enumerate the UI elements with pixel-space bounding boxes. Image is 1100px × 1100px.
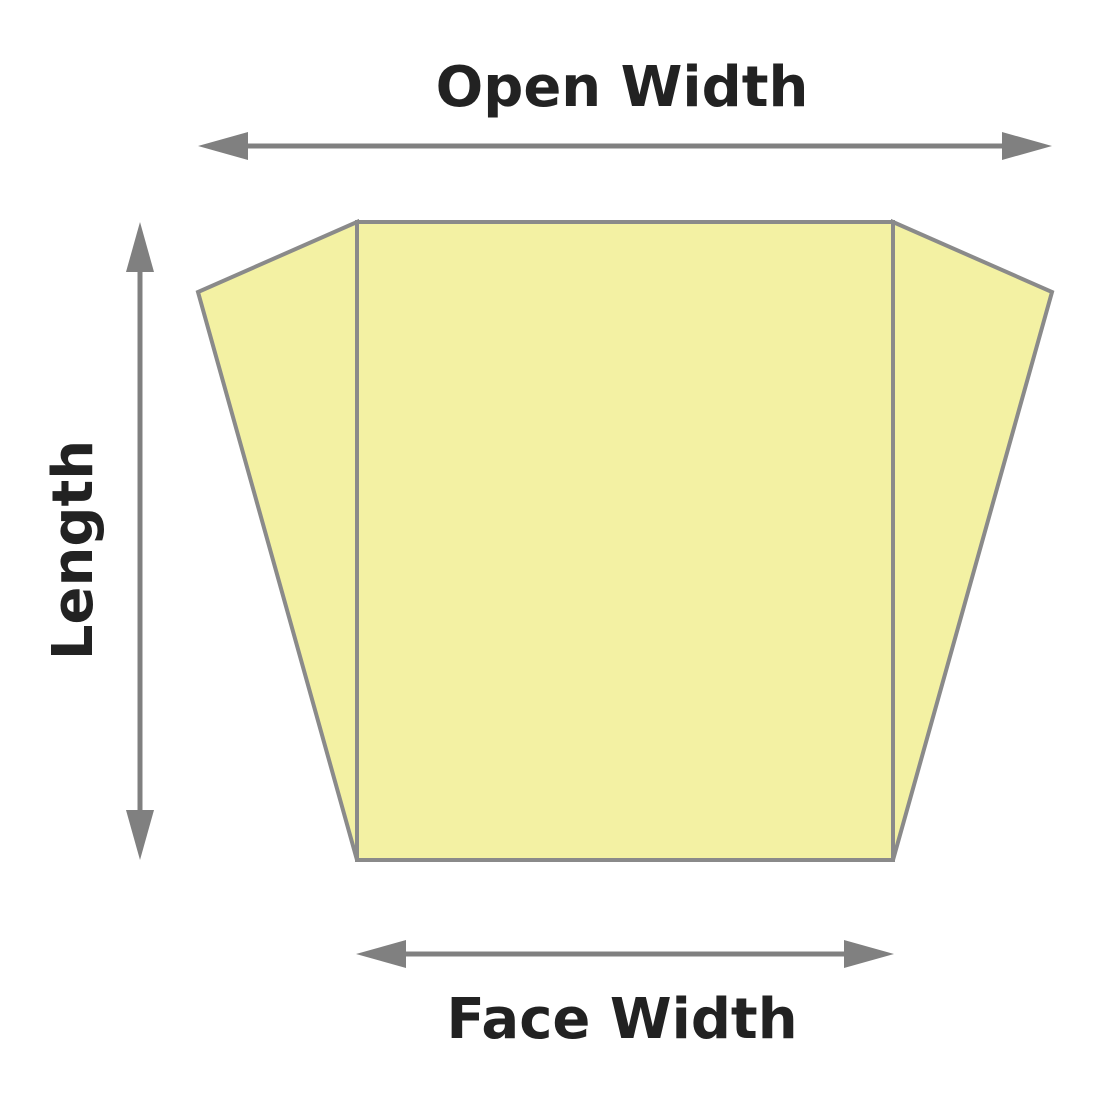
length-arrow <box>126 222 154 860</box>
length-arrow-head-top <box>126 222 154 272</box>
open-width-label: Open Width <box>436 55 809 120</box>
face-width-arrow-head-left <box>356 940 406 968</box>
box-panels <box>195 218 1055 862</box>
length-arrow-head-bottom <box>126 810 154 860</box>
face-panel <box>355 220 895 862</box>
open-width-arrow-head-left <box>198 132 248 160</box>
left-flap <box>195 218 359 861</box>
face-width-arrow-head-right <box>844 940 894 968</box>
face-width-arrow <box>356 940 894 968</box>
face-width-label: Face Width <box>446 987 797 1052</box>
right-flap <box>891 218 1055 861</box>
open-width-arrow <box>198 132 1052 160</box>
length-label: Length <box>41 440 106 660</box>
open-width-arrow-head-right <box>1002 132 1052 160</box>
